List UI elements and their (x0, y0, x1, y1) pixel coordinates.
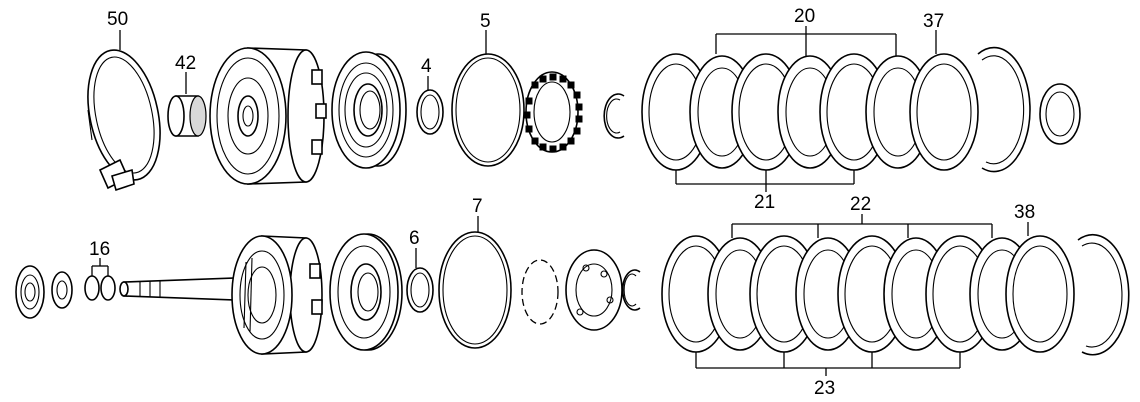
snap-ring-top-small (603, 93, 625, 139)
callout-38: 38 (1014, 202, 1035, 223)
spring-retainer-plate (565, 249, 623, 331)
callout-22: 22 (850, 194, 871, 215)
callout-5: 5 (480, 11, 491, 32)
callout-6: 6 (409, 228, 420, 249)
shaft-drum-assembly (119, 235, 323, 355)
callout-20: 20 (794, 6, 815, 27)
callout-37: 37 (923, 11, 944, 32)
sprag-clutch (523, 71, 583, 153)
washer-bottom (51, 271, 73, 309)
piston-top (331, 51, 407, 169)
callout-4: 4 (421, 56, 432, 77)
thrust-ring-top (1039, 83, 1081, 145)
callout-50: 50 (107, 9, 128, 30)
part-4-oring (416, 89, 444, 135)
callout-7: 7 (472, 196, 483, 217)
callout-16: 16 (89, 239, 110, 260)
part-38-pressure-plate (1005, 235, 1075, 353)
clutch-pack-top (641, 53, 931, 171)
callout-42: 42 (175, 53, 196, 74)
callout-23: 23 (814, 378, 835, 399)
part-37-pressure-plate (909, 53, 979, 171)
snap-ring-bottom-small (621, 269, 641, 311)
part-5-oring (451, 53, 525, 167)
part-50-band (87, 49, 161, 192)
callout-labels: 50 42 4 5 20 37 21 16 6 7 22 38 23 (89, 6, 1035, 399)
snap-ring-top-large (977, 46, 1031, 173)
callout-21: 21 (754, 192, 775, 213)
clutch-pack-bottom (661, 235, 1035, 353)
snap-ring-bottom-large (1077, 233, 1130, 356)
part-7-oring (438, 231, 512, 349)
return-spring-assembly (521, 259, 559, 325)
part-42-bushing (167, 95, 207, 137)
thrust-bearing-bottom (15, 265, 45, 319)
leader-lines (91, 26, 1029, 376)
piston-bottom (329, 233, 403, 351)
part-6-oring (406, 267, 434, 313)
drum-housing (209, 47, 327, 185)
part-16-seal-rings (84, 275, 116, 301)
